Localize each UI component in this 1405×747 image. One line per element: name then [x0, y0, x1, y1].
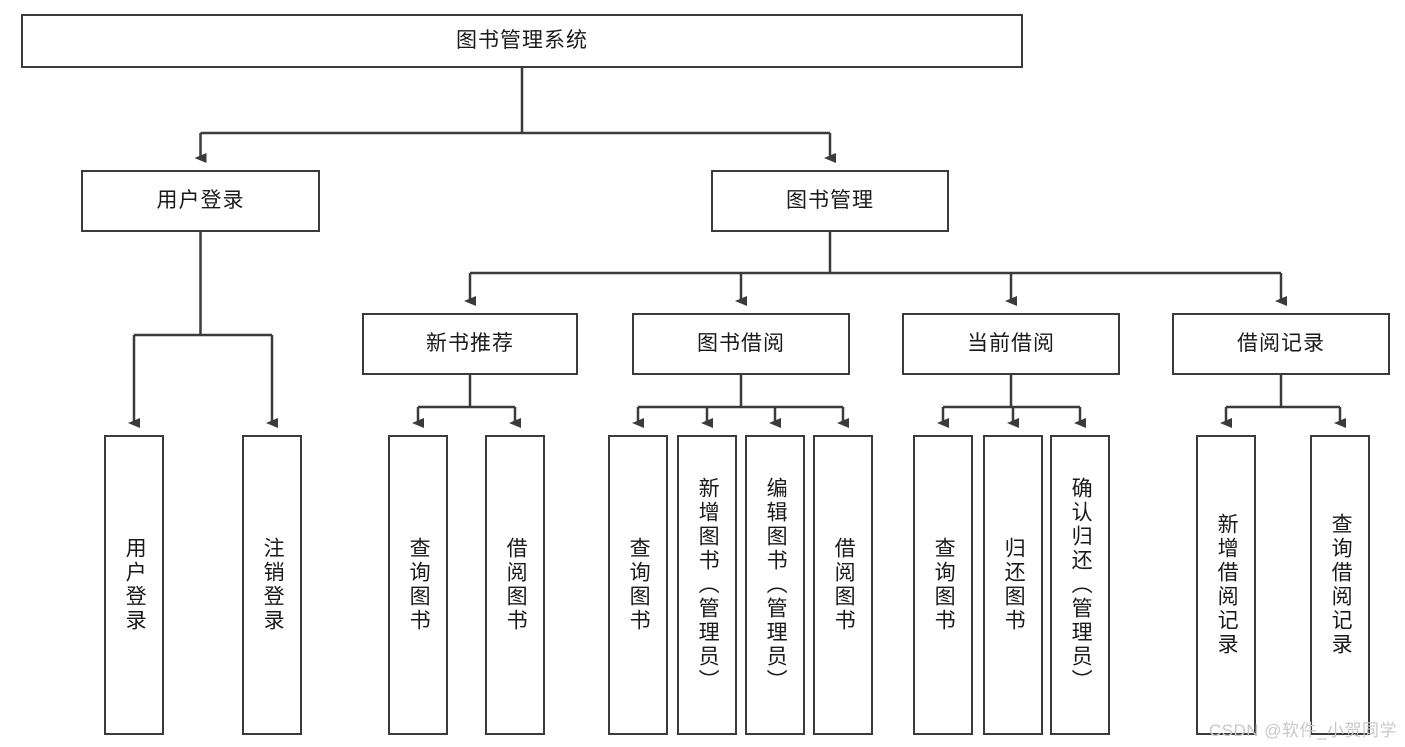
node-leaf-borrow-edit[interactable]: 编辑图书（管理员）: [745, 435, 805, 735]
node-leaf-cur-confirm[interactable]: 确认归还（管理员）: [1050, 435, 1110, 735]
node-label: 借阅图书: [504, 537, 528, 633]
node-leaf-borrow-do[interactable]: 借阅图书: [813, 435, 873, 735]
node-leaf-borrow-add[interactable]: 新增图书（管理员）: [677, 435, 737, 735]
node-leaf-cur-return[interactable]: 归还图书: [983, 435, 1043, 735]
node-label: 图书借阅: [697, 332, 785, 356]
node-label: 图书管理系统: [456, 29, 588, 53]
node-current-borrow[interactable]: 当前借阅: [902, 313, 1120, 375]
node-leaf-rec-borrow[interactable]: 借阅图书: [485, 435, 545, 735]
node-label: 用户登录: [156, 189, 245, 213]
node-leaf-user-logout[interactable]: 注销登录: [242, 435, 302, 735]
node-label: 确认归还（管理员）: [1069, 477, 1093, 693]
node-leaf-user-login[interactable]: 用户登录: [104, 435, 164, 735]
node-label: 查询图书: [407, 537, 431, 633]
node-label: 借阅图书: [832, 537, 856, 633]
node-label: 当前借阅: [967, 332, 1055, 356]
node-label: 归还图书: [1002, 537, 1026, 633]
node-leaf-rec-search[interactable]: 查询借阅记录: [1310, 435, 1370, 735]
node-label: 新增图书（管理员）: [696, 477, 720, 693]
node-label: 查询借阅记录: [1329, 513, 1353, 657]
node-book-borrow[interactable]: 图书借阅: [632, 313, 850, 375]
node-label: 图书管理: [786, 189, 874, 213]
node-label: 用户登录: [123, 537, 147, 633]
watermark-label: CSDN @软件_小贺同学: [1208, 721, 1397, 740]
node-label: 新增借阅记录: [1215, 513, 1239, 657]
node-label: 查询图书: [627, 537, 651, 633]
node-leaf-rec-add[interactable]: 新增借阅记录: [1196, 435, 1256, 735]
node-label: 新书推荐: [426, 332, 514, 356]
node-borrow-record[interactable]: 借阅记录: [1172, 313, 1390, 375]
node-label: 查询图书: [932, 537, 956, 633]
node-user-login[interactable]: 用户登录: [81, 170, 320, 232]
node-book-manage[interactable]: 图书管理: [711, 170, 949, 232]
node-label: 借阅记录: [1237, 332, 1325, 356]
node-leaf-cur-query[interactable]: 查询图书: [913, 435, 973, 735]
node-root[interactable]: 图书管理系统: [21, 14, 1023, 68]
node-new-book-rec[interactable]: 新书推荐: [362, 313, 578, 375]
node-leaf-rec-query[interactable]: 查询图书: [388, 435, 448, 735]
node-leaf-borrow-query[interactable]: 查询图书: [608, 435, 668, 735]
node-label: 编辑图书（管理员）: [764, 477, 788, 693]
node-label: 注销登录: [261, 537, 285, 633]
